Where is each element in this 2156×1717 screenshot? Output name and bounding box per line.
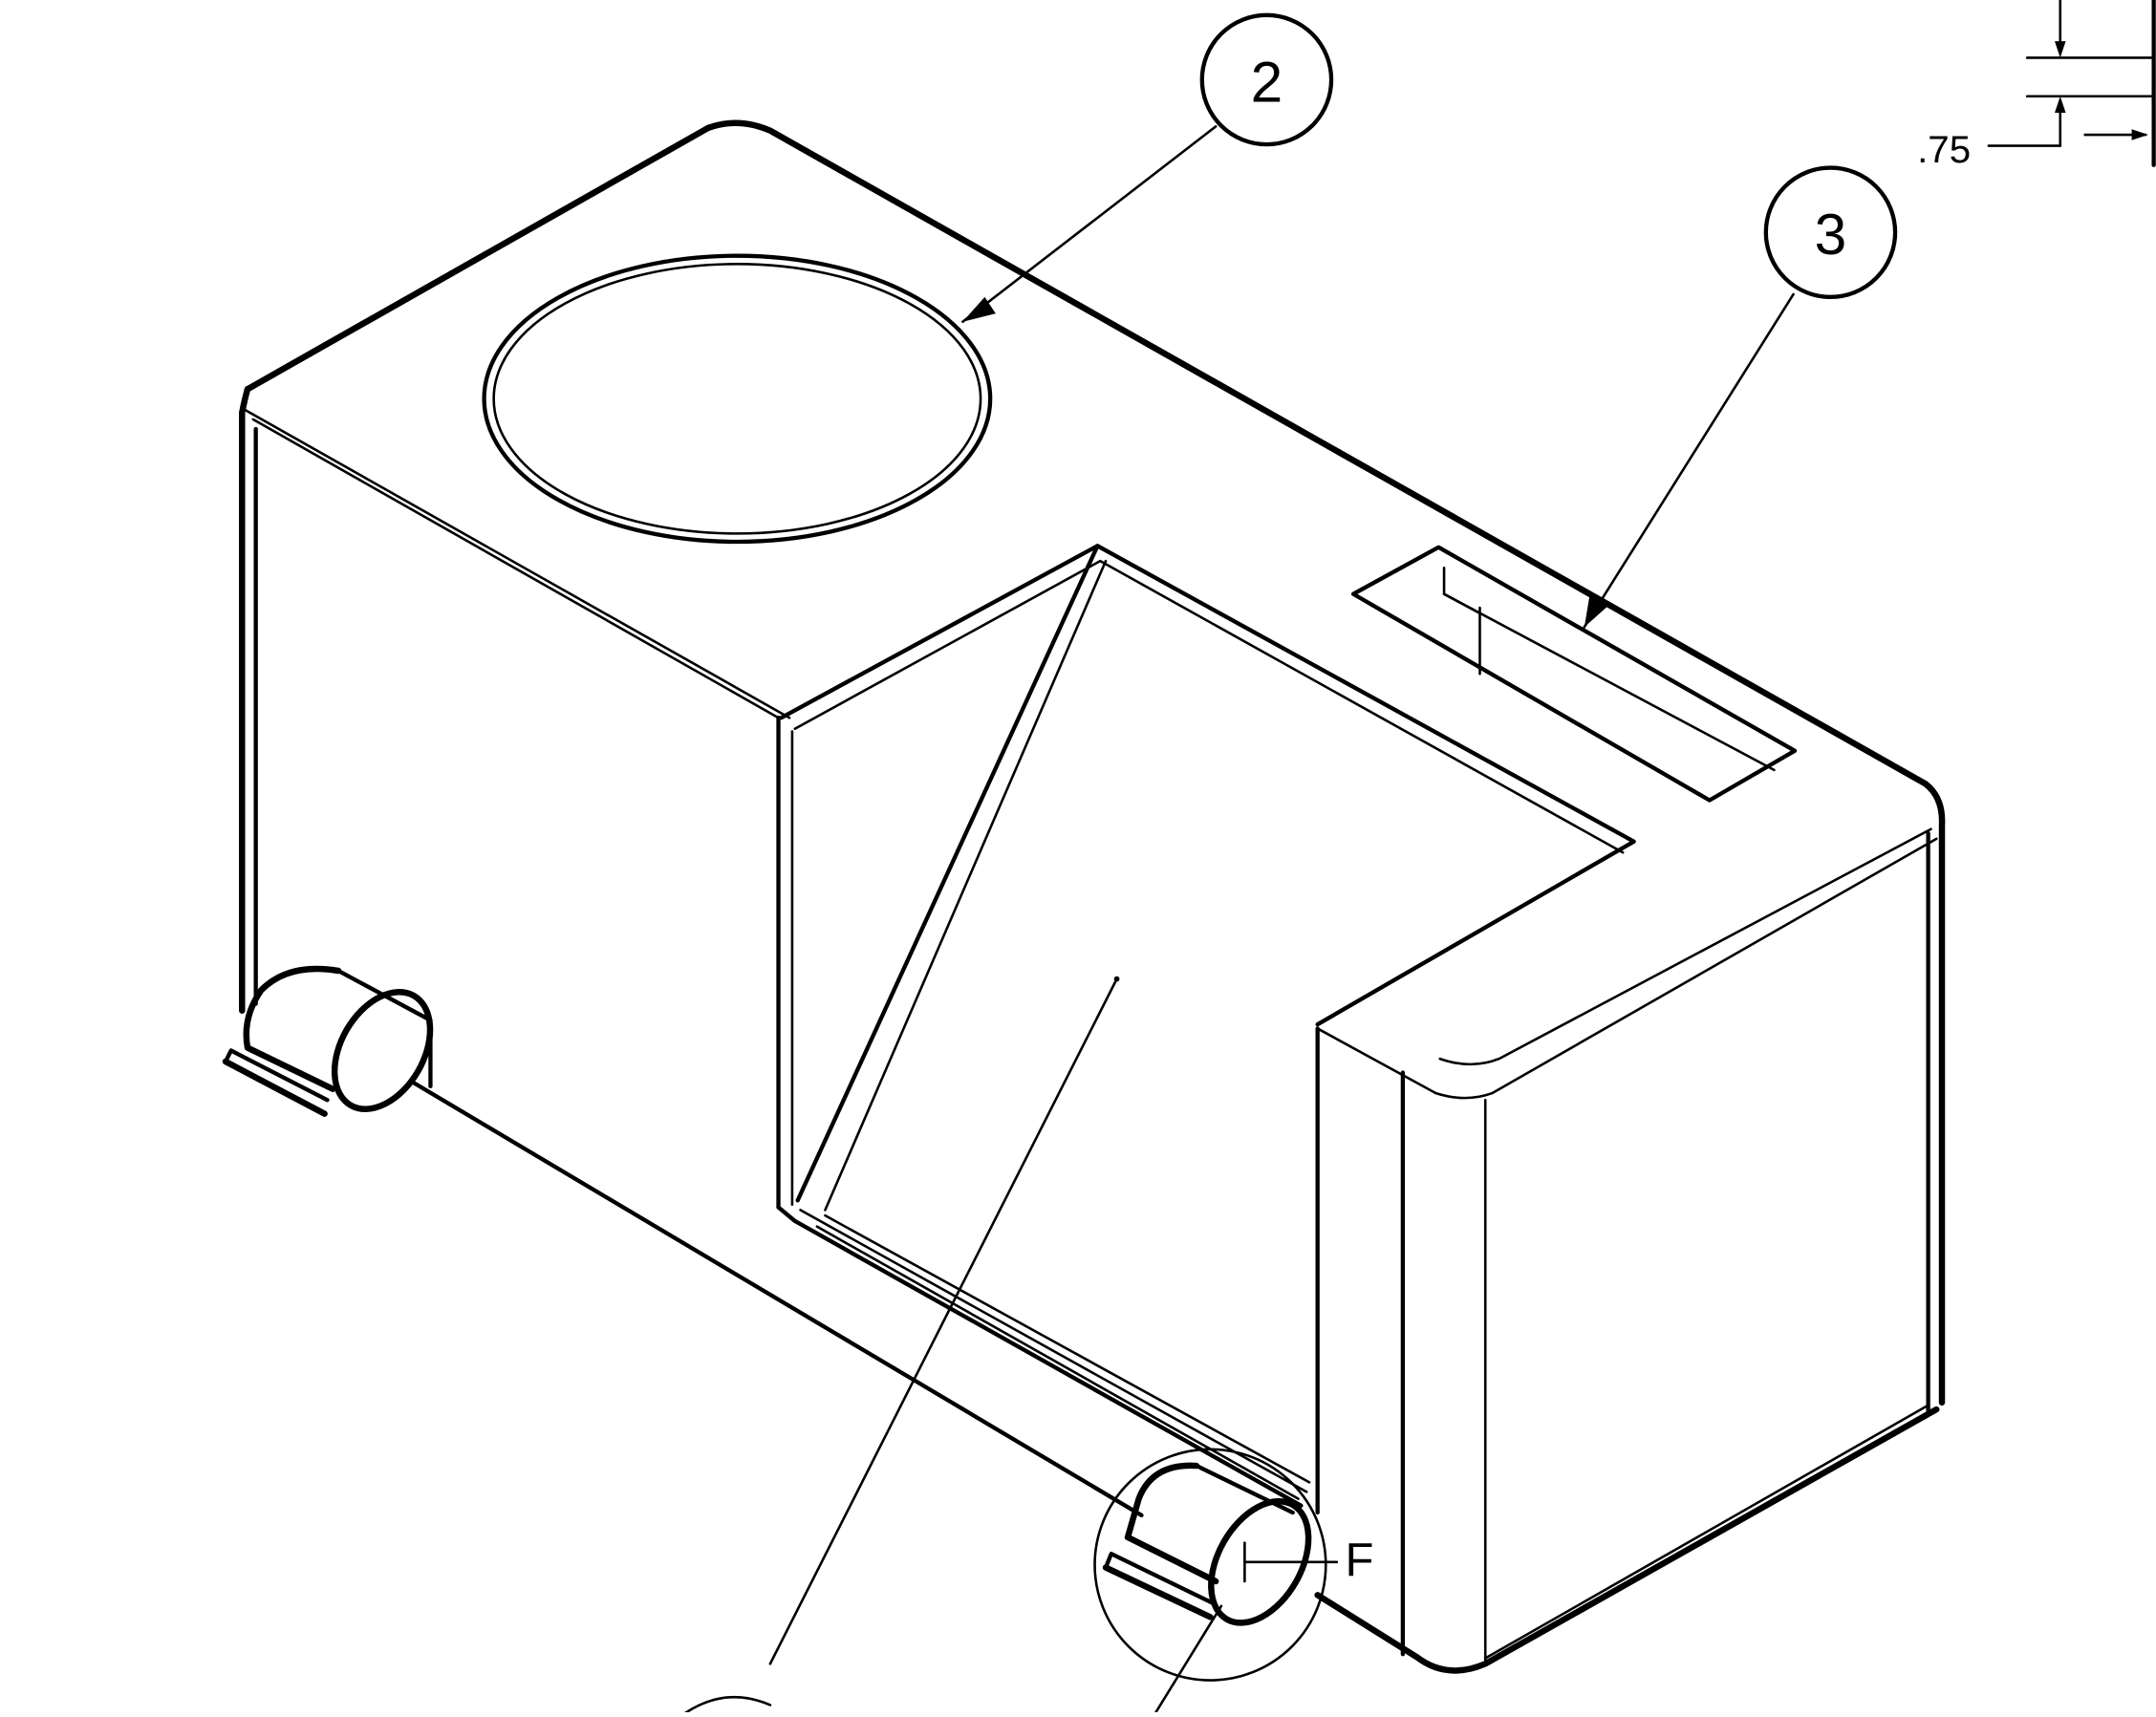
detail-circle — [1093, 1448, 1327, 1682]
notch-bottom-edge — [776, 1205, 1304, 1508]
left-foot-end — [331, 988, 434, 1112]
bottom-edge — [410, 1080, 1144, 1518]
dim-side-arrow — [2131, 129, 2148, 140]
right-foot-top — [1194, 1463, 1295, 1515]
leader-balloon-3 — [1583, 292, 1795, 629]
notch-bottom-edge-inner3 — [815, 1225, 1300, 1500]
balloon-3: 3 — [1763, 165, 1898, 300]
right-foot-base — [1102, 1564, 1214, 1620]
notch-bottom-edge-inner1 — [799, 1209, 1308, 1493]
notch-bottom-edge-inner2 — [824, 1213, 1311, 1484]
round-hole — [482, 253, 993, 545]
balloon-3-circle — [1763, 165, 1898, 300]
slot-outer — [1350, 545, 1798, 803]
dimension-value: .75 — [1917, 128, 1971, 171]
left-foot-top — [335, 968, 433, 1089]
top-face-fillet-right — [1438, 827, 1932, 1066]
balloon-2-label: 2 — [1251, 49, 1283, 114]
top-face-front-right-edge — [1316, 837, 1938, 1100]
part-body — [239, 119, 1946, 1674]
right-foot-base-2 — [1103, 1552, 1216, 1606]
leader-bottom-balloon — [768, 977, 1118, 1665]
dimension-075: .75 — [1917, 0, 2156, 171]
hole-inner — [492, 263, 982, 535]
top-face-outline — [239, 386, 251, 1014]
slot-inner-wall-2 — [1442, 592, 1481, 615]
leader-detail — [1153, 1604, 1223, 1715]
top-back-left-edge — [244, 119, 1946, 1406]
dim-arrow-bottom — [2055, 96, 2066, 114]
rectangular-slot — [1350, 545, 1798, 803]
notch-top-left — [779, 544, 1636, 1027]
dim-arrow-top — [2055, 41, 2066, 58]
hole-outer — [482, 253, 993, 545]
leader-arrowhead-3 — [1584, 593, 1609, 628]
detail-label: F — [1345, 1535, 1373, 1586]
notch-top-left-inner — [793, 559, 1625, 854]
left-foot-base-2 — [223, 1048, 330, 1103]
balloon-2-circle — [1199, 12, 1334, 147]
balloon-3-label: 3 — [1815, 202, 1847, 267]
leader-dot — [1113, 976, 1120, 982]
left-foot-cylinder — [222, 965, 434, 1117]
detail-callout-f: F — [1093, 1448, 1373, 1682]
leader-lines — [683, 125, 1795, 1715]
leader-balloon-2 — [961, 125, 1218, 324]
left-foot-base — [222, 1058, 328, 1117]
balloon-2: 2 — [1199, 12, 1334, 147]
notch-diagonal-inner — [824, 559, 1108, 1212]
right-block-bottom — [1314, 1406, 1940, 1674]
right-foot-end — [1208, 1497, 1312, 1626]
right-block-bottom-inner — [1483, 1404, 1930, 1660]
leader-arrowhead-2 — [962, 296, 996, 322]
top-face-front-left-edge — [243, 408, 791, 719]
left-foot-body — [243, 965, 342, 1093]
notch-diagonal-outer — [795, 544, 1100, 1203]
leader-bottom-balloon-arc — [683, 1695, 772, 1715]
right-foot-cylinder — [1102, 1462, 1312, 1626]
right-foot-body — [1124, 1462, 1219, 1585]
top-face-fillet-left — [251, 418, 780, 719]
